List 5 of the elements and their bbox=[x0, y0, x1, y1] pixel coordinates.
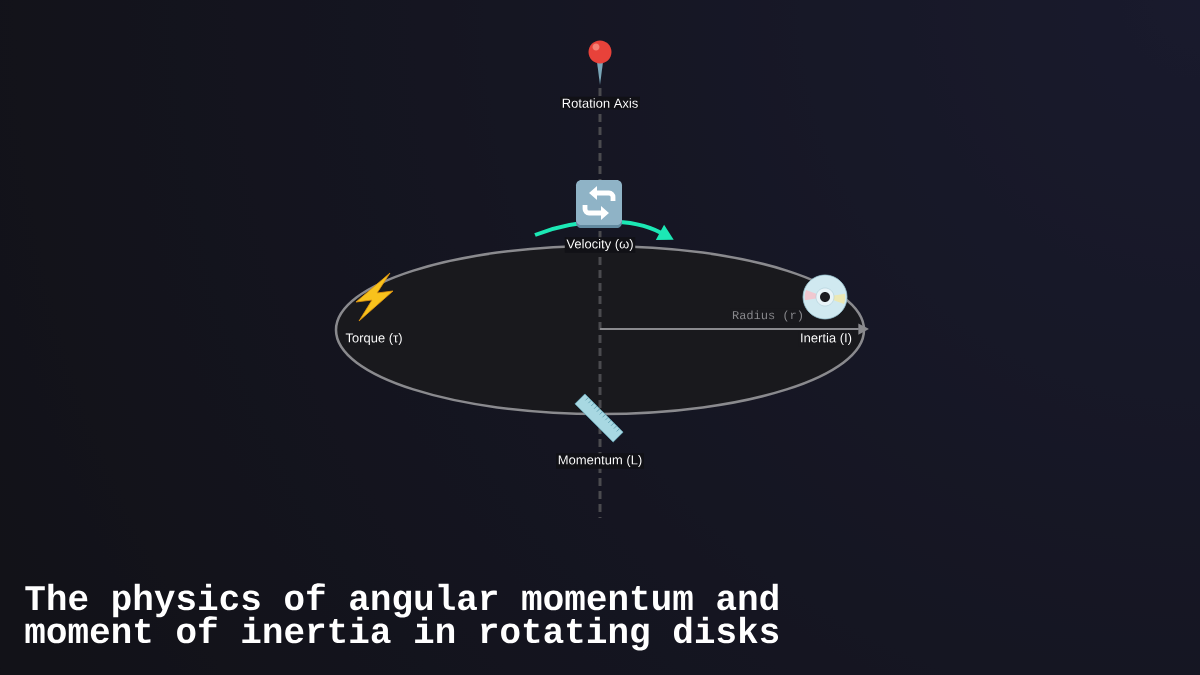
title: The physics of angular momentum and moment of inertia in rotating disks bbox=[25, 583, 779, 651]
quantity-label: Momentum (L) bbox=[556, 453, 644, 469]
quantity-label: Velocity (ω) bbox=[564, 237, 636, 253]
quantity-label: Torque (τ) bbox=[343, 331, 405, 347]
quantity-label: Inertia (I) bbox=[798, 331, 854, 347]
